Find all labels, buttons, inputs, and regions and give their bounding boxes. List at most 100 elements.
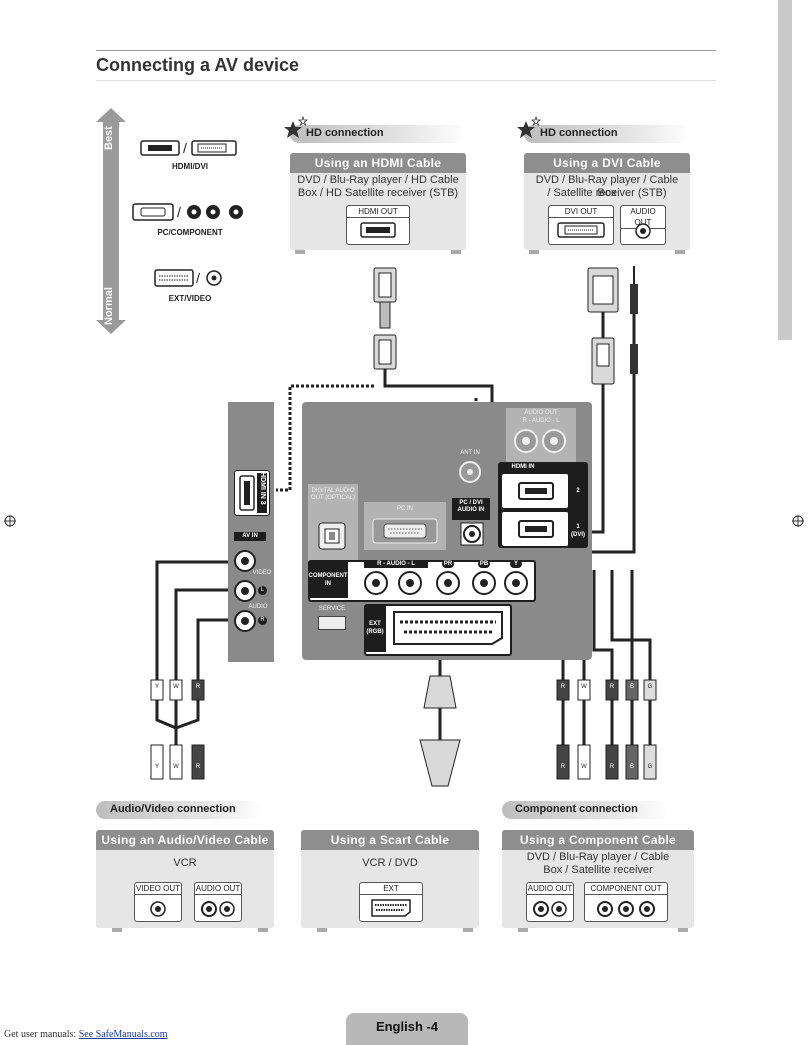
plug-letter: R (195, 684, 201, 690)
footer-page-number: English -4 (375, 1019, 439, 1034)
scart-port-icon (393, 611, 503, 645)
audio-out-label: AUDIO OUT (527, 884, 573, 895)
footer-prefix: Get user manuals: (4, 1029, 77, 1040)
ext-video-connector-icon: / (154, 269, 222, 287)
hdmi-port-icon (239, 475, 255, 511)
video-label: VIDEO (252, 570, 272, 576)
audio-video-label: Audio/Video connection (110, 803, 236, 815)
scart-source-box: Using a Scart Cable VCR / DVD EXT (301, 830, 479, 928)
title-underline (96, 80, 716, 81)
plug-letter: Y (154, 684, 159, 690)
ant-in-label: ANT IN (460, 450, 480, 456)
box-foot (529, 250, 539, 254)
hd-connection-pill (290, 125, 466, 143)
hd-connection-label: HD connection (540, 127, 618, 139)
hdmi-box-desc-2: Box / HD Satellite receiver (STB) (297, 187, 459, 199)
hdmi-dvi-caption: HDMI/DVI (172, 162, 208, 171)
audio-out-jacks-icon (514, 429, 566, 453)
av-plugs-icon (150, 679, 205, 780)
video-jack-icon (234, 550, 256, 572)
audio-out-lr: R - AUDIO - L (522, 418, 560, 424)
component-box-desc-1: DVD / Blu-Ray player / Cable (526, 851, 670, 863)
hdmi-box-title: Using an HDMI Cable (290, 153, 466, 173)
dvi-box-title: Using a DVI Cable (524, 153, 690, 173)
plug-letter: R (560, 764, 566, 770)
component-label: Component connection (515, 803, 638, 815)
plug-letter: W (173, 684, 179, 690)
scart-port-icon (371, 899, 411, 917)
dvi-box-desc-2: / Satellite receiver (STB) (547, 187, 667, 199)
rca-pair-icon (201, 901, 235, 917)
box-foot (112, 928, 122, 932)
hdmi-dvi-connector-icon: / (140, 140, 237, 156)
audio-video-pill (96, 801, 262, 819)
rca-triple-icon (597, 901, 655, 917)
av-box-desc: VCR (173, 857, 197, 869)
hdmi-2-label: 2 (576, 488, 580, 494)
rca-pair-icon (533, 901, 567, 917)
dvi-box-desc-1: DVD / Blu-Ray player / Cable Box (535, 174, 679, 199)
hdmi-port-icon (360, 222, 396, 238)
video-out-label: VIDEO OUT (135, 884, 181, 895)
plug-letter: R (609, 684, 615, 690)
scart-cable-icon (419, 650, 461, 787)
footer-page-tab (346, 1013, 468, 1045)
dvi-source-box: Using a DVI Cable DVD / Blu-Ray player /… (524, 153, 690, 250)
component-source-box: Using a Component Cable DVD / Blu-Ray pl… (502, 830, 694, 928)
av-box-title: Using an Audio/Video Cable (96, 830, 274, 850)
plug-letter: R (609, 764, 615, 770)
plug-letter: Y (154, 764, 159, 770)
plug-letter: W (581, 764, 587, 770)
service-port (318, 616, 346, 630)
component-plugs-icon (556, 679, 657, 780)
dvi-port-icon (557, 222, 605, 238)
box-foot (678, 928, 688, 932)
audio-out-port: AUDIO OUT (620, 205, 666, 245)
component-box-desc-2: Box / Satellite receiver (543, 864, 653, 876)
hd-connection-label: HD connection (306, 127, 384, 139)
side-tab-bar (778, 0, 792, 340)
plug-letter: R (560, 684, 566, 690)
star-icon (517, 116, 541, 138)
service-label: SERVICE (318, 606, 346, 612)
page-title: Connecting a AV device (96, 55, 300, 75)
box-foot (463, 928, 473, 932)
dvi-out-label: DVI OUT (549, 206, 613, 218)
tv-rear-panel: AUDIO OUT R - AUDIO - L ANT IN HDMI IN 2… (302, 402, 592, 660)
antenna-jack-icon (459, 461, 481, 483)
pc-component-caption: PC/COMPONENT (157, 228, 223, 237)
plug-letter: W (173, 764, 179, 770)
hdmi-2-port-icon (518, 482, 554, 500)
hdmi-1-port-icon (518, 520, 554, 538)
box-foot (451, 250, 461, 254)
registration-mark-icon (792, 515, 804, 527)
hdmi-1-dvi-label: (DVI) (571, 532, 585, 538)
best-label: Best (103, 126, 115, 150)
box-foot (258, 928, 268, 932)
plug-letter: B (629, 764, 634, 770)
component-in-label: COMPONENT IN (308, 562, 348, 598)
dvi-out-port: DVI OUT (548, 205, 614, 245)
hdmi-source-box: Using an HDMI Cable DVD / Blu-Ray player… (290, 153, 466, 250)
footer-link[interactable]: See SafeManuals.com (78, 1029, 168, 1040)
tv-side-panel: HDMI IN 3 AV IN VIDEO L AUDIO R (228, 402, 274, 662)
pc-dvi-audio-in-label: PC / DVI AUDIO IN (452, 498, 490, 520)
audio-out-title: AUDIO OUT (524, 410, 558, 416)
r-badge: R (258, 616, 267, 625)
vga-port-icon (372, 518, 438, 544)
svg-text:/: / (196, 270, 200, 286)
ext-video-caption: EXT/VIDEO (168, 294, 212, 303)
plug-letter: R (195, 764, 201, 770)
pr-label: PR (442, 560, 454, 568)
plug-letter: G (647, 764, 653, 770)
hd-connection-pill (524, 125, 690, 143)
audio-jack-icon (635, 223, 651, 239)
hdmi-in3-label: HDMI IN 3 (259, 472, 266, 505)
registration-mark-icon (4, 515, 16, 527)
rca-jack-icon (150, 901, 166, 917)
scart-box-title: Using a Scart Cable (301, 830, 479, 850)
star-icon (284, 116, 308, 138)
pc-audio-jack-icon (460, 522, 484, 546)
component-box-title: Using a Component Cable (502, 830, 694, 850)
y-label: Y (510, 560, 522, 568)
